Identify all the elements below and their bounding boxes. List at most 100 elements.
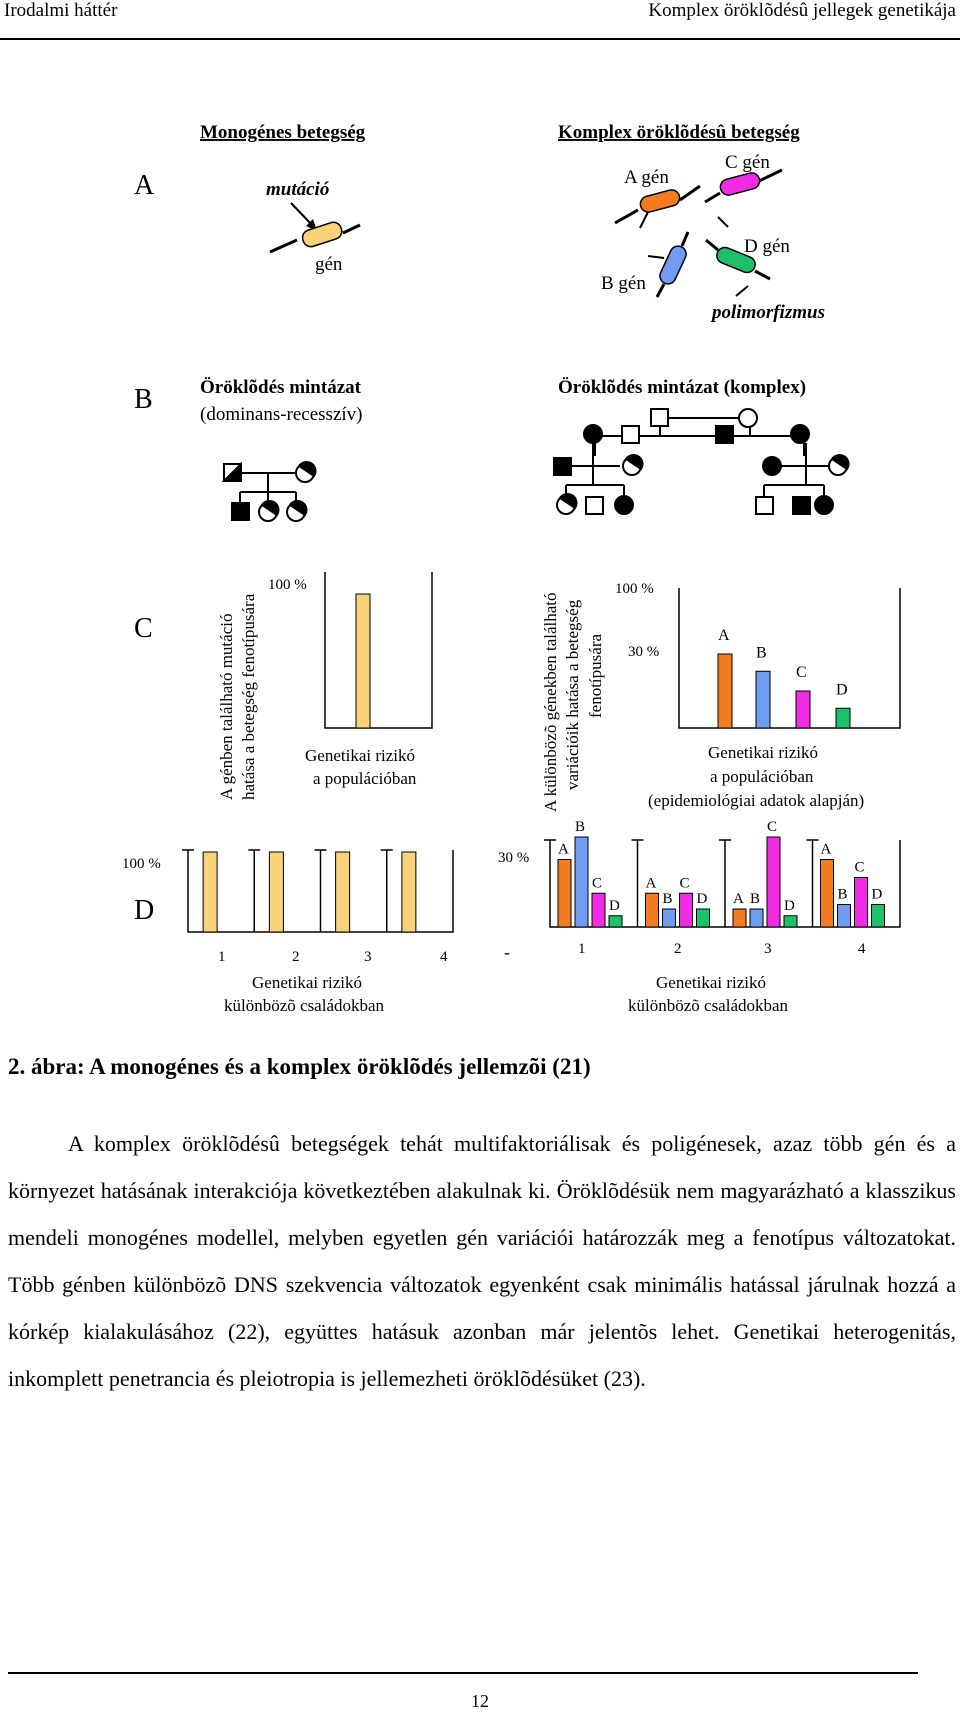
c-mono-bar (355, 593, 371, 729)
d-gen-label: D gén (744, 236, 790, 257)
d-komp-bar-2-d (696, 908, 710, 928)
header-left: Irodalmi háttér (4, 0, 118, 21)
d-mono-label1: Genetikai rizikó (252, 973, 362, 992)
b-gene (659, 245, 687, 285)
d-komp-bar-label-1-a: A (558, 842, 569, 858)
c-komp-axes (678, 588, 901, 729)
d-komp-dash: - (504, 942, 510, 962)
c-komp-bar-label-a: A (718, 627, 730, 644)
d-mono-bar-4 (401, 851, 417, 933)
d-gene-strand (705, 238, 771, 281)
d-mono-numbers: 1 2 3 4 (218, 949, 448, 965)
c-komp-label1: Genetikai rizikó (708, 743, 818, 762)
c-komp-label3: (epidemiológiai adatok alapján) (648, 791, 864, 810)
c-komp-pct30: 30 % (628, 644, 659, 660)
d-komp-bar-label-1-c: C (592, 875, 602, 891)
d-mono-bar-1 (202, 851, 218, 933)
d-mono-num-1: 1 (218, 949, 226, 965)
d-komp-numbers: 1 2 3 4 (578, 941, 866, 957)
d-mono-bar-3 (335, 851, 351, 933)
d-komp-bar-2-b (662, 908, 676, 928)
a-gene (639, 189, 681, 213)
row-letter-a: A (134, 170, 155, 201)
d-mono-num-3: 3 (364, 949, 372, 965)
d-komp-label2: különbözõ családokban (628, 996, 789, 1015)
row-letter-b: B (134, 384, 153, 415)
c-komp-label2: a populációban (710, 767, 814, 786)
body-paragraph: A komplex öröklõdésû betegségek tehát mu… (8, 1131, 956, 1391)
c-komp-vert1: A különbözõ génekben található (541, 592, 560, 812)
c-komp-bar-label-d: D (836, 681, 848, 698)
d-komp-num-4: 4 (858, 941, 866, 957)
d-komp-bar-label-1-b: B (575, 819, 585, 835)
c-komp-bar-b (755, 670, 771, 729)
mono-pattern-line1: Öröklõdés mintázat (200, 377, 362, 398)
c-mono-bars (355, 593, 371, 729)
d-komp-bar-1-d (608, 915, 623, 928)
d-komp-bar-label-2-b: B (663, 891, 673, 907)
d-komp-bar-label-2-a: A (646, 875, 657, 891)
c-mono-pct: 100 % (268, 577, 307, 593)
d-gene (716, 246, 756, 274)
page-number: 12 (471, 1691, 489, 1711)
komplex-pattern: Öröklõdés mintázat (komplex) (558, 377, 806, 398)
komplex-pedigree (553, 408, 850, 515)
d-komp-bar-3-a (732, 908, 747, 928)
d-komp-bar-label-4-a: A (821, 842, 832, 858)
c-komp-pct100: 100 % (615, 581, 654, 597)
c-mono-vert2: hatása a betegség fenotípusára (239, 593, 258, 800)
c-komp-bar-label-b: B (756, 644, 767, 661)
d-mono-bar-2 (268, 851, 284, 933)
d-komp-bar-4-d (871, 904, 885, 928)
c-komp-bar-d (835, 707, 851, 729)
d-komp-bar-2-c (679, 892, 693, 928)
mono-title: Monogénes betegség (200, 122, 366, 143)
d-mono-label2: különbözõ családokban (224, 996, 385, 1015)
d-komp-bar-label-3-b: B (750, 891, 760, 907)
a-gene-strand (614, 184, 701, 225)
d-komp-bar-1-a (557, 859, 572, 928)
d-komp-label1: Genetikai rizikó (656, 973, 766, 992)
row-letter-d: D (134, 895, 154, 926)
mutacio-arrow (290, 202, 314, 227)
a-gen-label: A gén (624, 167, 669, 188)
d-komp-bar-label-3-a: A (733, 891, 744, 907)
figure: A B C D Monogénes betegség mutáció gén K… (122, 122, 901, 1015)
d-mono-pct: 100 % (122, 856, 161, 872)
d-komp-bar-3-d (783, 915, 798, 928)
footer-rule (8, 1672, 918, 1674)
komplex-title: Komplex öröklõdésû betegség (558, 122, 800, 143)
mono-pattern-line2: (dominans-recesszív) (200, 404, 363, 425)
c-komp-bars: A B C D (717, 627, 851, 729)
d-komp-bar-label-4-d: D (872, 887, 883, 903)
b-gene-strand (655, 231, 690, 298)
d-komp-bar-label-3-d: D (784, 898, 795, 914)
b-gen-label: B gén (601, 273, 646, 294)
d-komp-bar-label-4-c: C (855, 860, 865, 876)
d-mono-num-2: 2 (292, 949, 300, 965)
c-mono-vert1: A génben található mutáció (217, 614, 236, 800)
c-komp-vert3: fenotípusára (586, 634, 605, 718)
d-komp-bar-1-b (574, 836, 589, 928)
d-komp-bar-4-b (837, 904, 851, 928)
d-mono-bars (182, 849, 454, 933)
c-gen-label: C gén (725, 152, 770, 173)
c-komp-bar-a (717, 653, 733, 729)
d-komp-bar-label-3-c: C (767, 819, 777, 835)
gene-strand (269, 223, 361, 254)
d-komp-bar-1-c (591, 892, 606, 928)
mutacio-label: mutáció (266, 179, 329, 200)
polimorfizmus-label: polimorfizmus (710, 302, 825, 323)
d-komp-bar-label-2-c: C (680, 875, 690, 891)
d-komp-pct: 30 % (498, 850, 529, 866)
d-komp-bar-3-b (749, 908, 764, 928)
d-komp-bar-4-a (820, 859, 834, 928)
c-komp-bar-c (795, 690, 811, 729)
d-komp-num-1: 1 (578, 941, 586, 957)
c-komp-bar-label-c: C (796, 664, 807, 681)
d-komp-num-3: 3 (764, 941, 772, 957)
figure-caption: 2. ábra: A monogénes és a komplex öröklõ… (8, 1054, 591, 1079)
c-komp-vert2: variációik hatása a betegség (563, 599, 582, 790)
d-mono-num-4: 4 (440, 949, 448, 965)
